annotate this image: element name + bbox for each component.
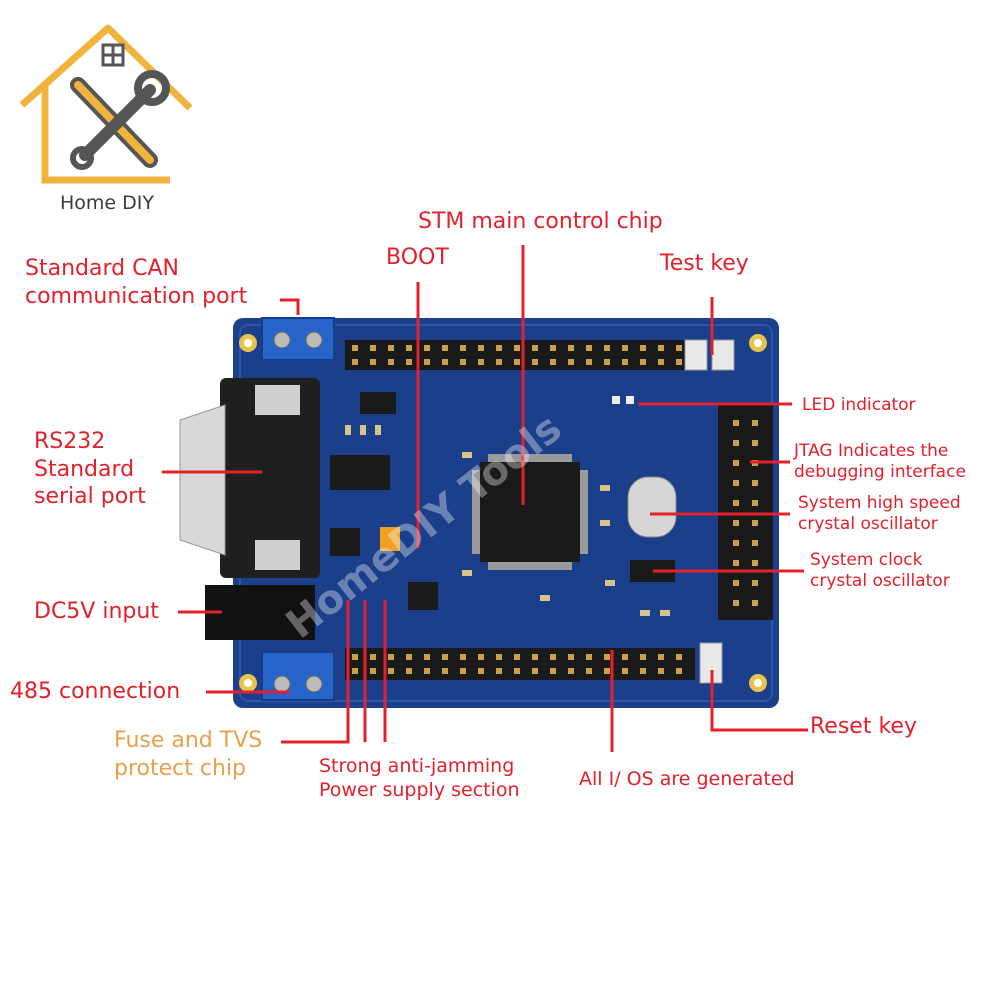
label-clock-oscillator: System clock crystal oscillator	[810, 550, 950, 592]
circuit-board	[179, 317, 779, 708]
label-rs232: RS232 Standard serial port	[34, 429, 146, 509]
label-jtag: JTAG Indicates the debugging interface	[794, 441, 966, 483]
label-can-port: Standard CAN communication port	[25, 256, 248, 309]
label-anti-jamming: Strong anti-jamming Power supply section	[319, 755, 520, 801]
house-tools-icon	[19, 24, 193, 184]
label-boot: BOOT	[386, 245, 449, 270]
label-test-key: Test key	[660, 251, 749, 276]
label-reset-key: Reset key	[810, 714, 917, 739]
label-hs-oscillator: System high speed crystal oscillator	[798, 493, 961, 535]
label-stm-chip: STM main control chip	[418, 209, 663, 234]
logo-text: Home DIY	[60, 192, 154, 214]
label-fuse-tvs: Fuse and TVS protect chip	[114, 728, 263, 781]
label-485: 485 connection	[10, 679, 181, 704]
label-dc5v: DC5V input	[34, 599, 159, 624]
label-all-io: All I/ OS are generated	[579, 768, 795, 790]
label-led: LED indicator	[802, 395, 916, 415]
leader-lines	[162, 245, 808, 752]
